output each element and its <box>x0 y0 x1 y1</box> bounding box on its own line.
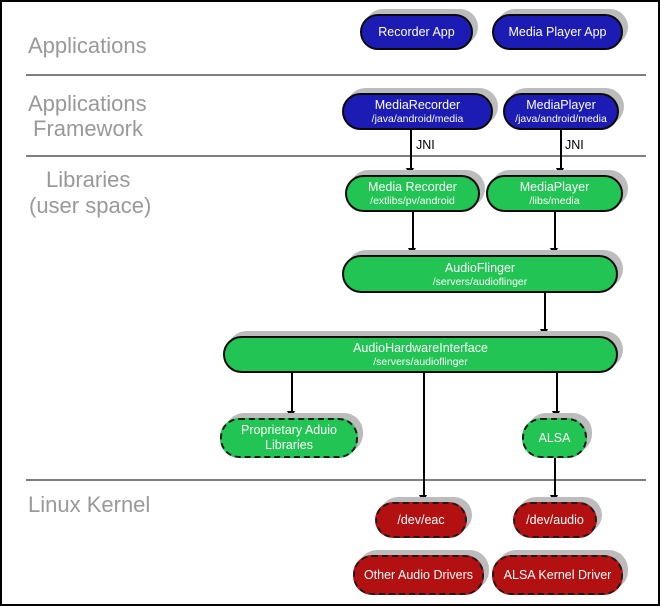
section-label-linux-kernel: Linux Kernel <box>28 492 151 517</box>
node-media-player-app: Media Player App <box>492 14 623 50</box>
node-alsa: ALSA <box>522 418 587 458</box>
arrow-ahi-to-alsa-line <box>556 373 558 413</box>
arrow-ahi-to-proprietary-line <box>291 373 293 413</box>
arrow-audioflinger-to-ahi-head <box>540 329 548 337</box>
node-subtitle: /java/android/media <box>515 113 607 125</box>
arrow-mediaplayer-to-audioflinger-head <box>550 248 558 256</box>
jni-label-right: JNI <box>565 138 584 152</box>
node-title: Media Player App <box>508 24 607 39</box>
node-title: AudioHardwareInterface <box>353 341 488 355</box>
node-title: AudioFlinger <box>444 260 516 275</box>
node-title: Proprietary Aduio <box>241 423 337 437</box>
node-title: ALSA Kernel Driver <box>503 567 612 582</box>
arrow-mediaplayer-jni-head <box>556 168 564 176</box>
node-mediaplayer-framework: MediaPlayer /java/android/media <box>503 93 619 130</box>
node-alsa-kernel-driver: ALSA Kernel Driver <box>492 555 623 595</box>
arrow-mediarecorder-to-audioflinger-head <box>408 248 416 256</box>
section-label-applications: Applications <box>28 33 147 58</box>
node-subtitle: /java/android/media <box>371 113 464 125</box>
node-media-recorder-lib: Media Recorder /extlibs/pv/android <box>345 175 480 212</box>
node-title: MediaRecorder <box>374 98 461 112</box>
node-title: Recorder App <box>378 24 455 39</box>
arrow-ahi-to-deveac-line <box>423 373 425 497</box>
section-label-framework-line1: Applications <box>28 91 147 116</box>
node-title: /dev/audio <box>526 512 584 527</box>
arrow-ahi-to-proprietary-head <box>287 411 295 419</box>
node-title-line2: Libraries <box>265 438 313 452</box>
node-proprietary-audio-libraries: Proprietary Aduio Libraries <box>220 418 358 458</box>
arrow-mediarecorder-to-audioflinger-line <box>412 212 414 250</box>
node-title: MediaPlayer <box>519 180 590 194</box>
node-title: ALSA <box>538 430 571 445</box>
section-label-libraries-line1: Libraries <box>46 167 131 192</box>
jni-label-left: JNI <box>416 138 435 152</box>
node-title: /dev/eac <box>397 512 445 527</box>
divider-applications-framework <box>26 74 646 76</box>
arrow-mediaplayer-jni-line <box>560 130 562 170</box>
node-subtitle: /libs/media <box>529 195 580 207</box>
node-mediarecorder-framework: MediaRecorder /java/android/media <box>342 93 493 130</box>
arrow-mediaplayer-to-audioflinger-line <box>554 212 556 250</box>
arrow-alsa-to-devaudio-head <box>550 495 558 503</box>
node-audioflinger: AudioFlinger /servers/audioflinger <box>342 255 618 293</box>
node-other-audio-drivers: Other Audio Drivers <box>353 555 484 595</box>
node-audio-hardware-interface: AudioHardwareInterface /servers/audiofli… <box>223 336 618 373</box>
divider-libraries-kernel <box>26 479 646 481</box>
node-recorder-app: Recorder App <box>360 14 473 50</box>
node-subtitle: /extlibs/pv/android <box>370 195 455 207</box>
node-title: Other Audio Drivers <box>363 567 474 582</box>
arrow-audioflinger-to-ahi-line <box>544 293 546 331</box>
node-title: MediaPlayer <box>526 98 596 112</box>
node-dev-audio: /dev/audio <box>513 502 597 538</box>
node-dev-eac: /dev/eac <box>375 502 467 538</box>
divider-framework-libraries <box>26 155 646 157</box>
arrow-mediarecorder-jni-line <box>410 130 412 170</box>
arrow-ahi-to-deveac-head <box>419 495 427 503</box>
node-subtitle: /servers/audioflinger <box>373 356 468 368</box>
arrow-mediarecorder-jni-head <box>406 168 414 176</box>
node-mediaplayer-lib: MediaPlayer /libs/media <box>486 175 623 212</box>
arrow-ahi-to-alsa-head <box>552 411 560 419</box>
section-label-framework-line2: Framework <box>33 116 144 141</box>
section-label-libraries-line2: (user space) <box>29 193 152 218</box>
node-title: Media Recorder <box>368 180 457 194</box>
arrow-alsa-to-devaudio-line <box>554 458 556 497</box>
node-subtitle: /servers/audioflinger <box>432 275 528 288</box>
